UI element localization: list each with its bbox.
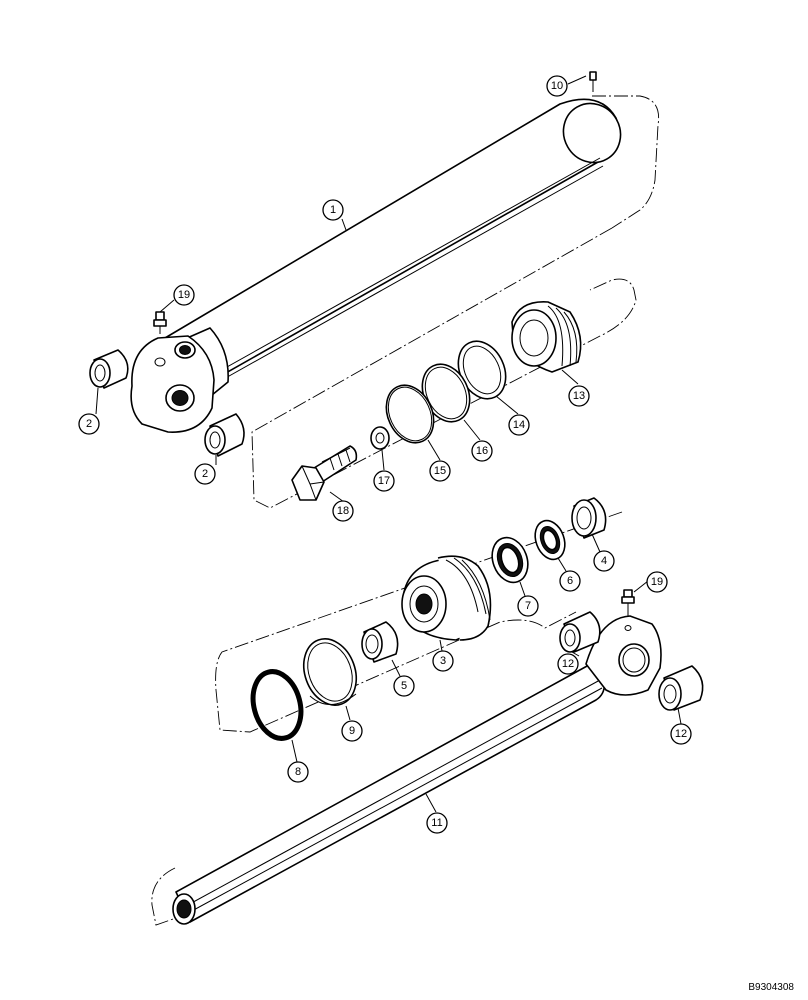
seal-6	[534, 519, 566, 561]
phantom-outline-piston-group	[251, 227, 637, 509]
seal-4	[571, 497, 607, 539]
svg-text:4: 4	[601, 555, 607, 567]
callout-19b: 19	[646, 571, 668, 593]
svg-text:11: 11	[431, 817, 442, 829]
callout-9: 9	[341, 720, 363, 742]
svg-text:12: 12	[562, 658, 574, 670]
svg-text:15: 15	[434, 465, 446, 477]
svg-text:3: 3	[440, 655, 446, 667]
callout-16: 16	[471, 440, 493, 462]
drawing-id: B9304308	[748, 982, 794, 993]
callout-14: 14	[508, 414, 530, 436]
seal-7	[491, 536, 529, 584]
callout-12a: 12	[557, 653, 579, 675]
svg-text:14: 14	[513, 419, 525, 431]
svg-text:9: 9	[349, 725, 355, 737]
svg-text:6: 6	[567, 575, 573, 587]
bushing-2a	[89, 349, 129, 389]
callout-17: 17	[373, 470, 395, 492]
svg-text:16: 16	[476, 445, 488, 457]
gland-3	[401, 555, 492, 641]
callout-18: 18	[332, 500, 354, 522]
barrel-tube	[130, 98, 622, 433]
washer-17	[370, 426, 390, 450]
svg-text:1: 1	[330, 204, 336, 216]
callout-6: 6	[559, 570, 581, 592]
rod-11	[172, 615, 662, 925]
grease-fitting-19a	[153, 311, 167, 334]
callout-11: 11	[426, 812, 448, 834]
callout-7: 7	[517, 595, 539, 617]
svg-text:2: 2	[202, 468, 208, 480]
leader-lines	[95, 75, 682, 813]
svg-text:10: 10	[551, 80, 563, 92]
svg-text:17: 17	[378, 475, 390, 487]
bolt-18	[291, 445, 358, 501]
o-ring-8	[250, 669, 304, 741]
svg-text:13: 13	[573, 390, 585, 402]
svg-text:19: 19	[178, 289, 190, 301]
phantom-outline-rod	[151, 867, 177, 926]
callout-13: 13	[568, 385, 590, 407]
callout-12b: 12	[670, 723, 692, 745]
phantom-outline-barrel	[592, 95, 660, 229]
svg-text:2: 2	[86, 418, 92, 430]
svg-text:8: 8	[295, 766, 301, 778]
phantom-outline-rod-group	[215, 511, 623, 733]
callout-5: 5	[393, 675, 415, 697]
svg-text:12: 12	[675, 728, 687, 740]
callout-19a: 19	[173, 284, 195, 306]
ring-15-inner	[387, 386, 433, 442]
callout-3: 3	[432, 650, 454, 672]
svg-text:18: 18	[337, 505, 349, 517]
bushing-12a	[559, 611, 601, 653]
callout-15: 15	[429, 460, 451, 482]
callout-2b: 2	[194, 463, 216, 485]
callout-1: 1	[322, 199, 344, 221]
ring-14-inner	[462, 345, 502, 395]
callout-10: 10	[546, 75, 568, 97]
grease-fitting-10	[589, 71, 597, 92]
svg-text:5: 5	[401, 680, 407, 692]
backup-ring-9	[302, 638, 358, 706]
ring-15	[385, 384, 435, 444]
callout-2a: 2	[78, 413, 100, 435]
svg-text:19: 19	[651, 576, 663, 588]
piston-13	[511, 301, 582, 373]
bushing-5	[361, 621, 399, 663]
callout-4: 4	[593, 550, 615, 572]
callout-8: 8	[287, 761, 309, 783]
bushing-12b	[658, 665, 704, 711]
grease-fitting-19b	[621, 589, 635, 616]
bushing-2b	[204, 413, 245, 457]
svg-text:7: 7	[525, 600, 531, 612]
